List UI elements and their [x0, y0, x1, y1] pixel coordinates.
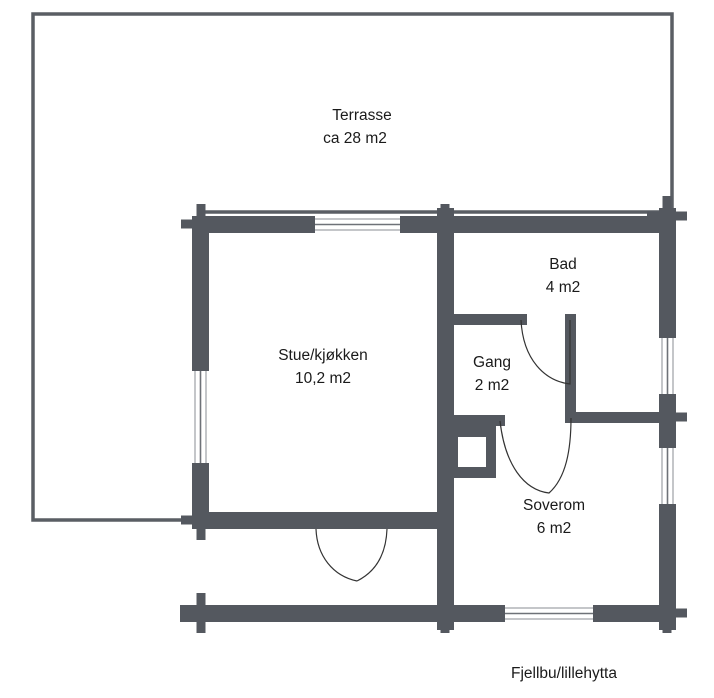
door-entry-stue-arc-right	[356, 528, 388, 582]
window-right-bad	[659, 338, 676, 394]
notch-top-mid-horizontal	[425, 219, 465, 229]
notch-bottom-right	[647, 593, 687, 633]
notch-bottom-mid	[425, 593, 465, 633]
window-bottom-soverom	[505, 605, 593, 622]
door-entry-stue-arc-left	[315, 528, 358, 582]
wall-bad-south	[437, 314, 527, 325]
room-area-soverom: 6 m2	[537, 520, 571, 537]
door-entry-stue-jamb-1	[310, 512, 321, 529]
room-area-gang: 2 m2	[475, 377, 509, 394]
door-soverom-jamb-2	[565, 412, 576, 423]
notch-top-mid	[425, 204, 465, 244]
notch-top-left	[181, 204, 221, 244]
notch-bottom-left-horizontal	[181, 608, 221, 618]
corner-notches-group	[181, 196, 687, 633]
notch-mid-left-horizontal	[181, 515, 221, 525]
window-left-stue	[192, 371, 209, 463]
door-bad-arc	[520, 319, 571, 385]
wall-gang-south	[437, 415, 505, 426]
chimney-inner-hole	[458, 437, 486, 467]
room-area-terrasse: ca 28 m2	[323, 130, 387, 147]
notch-bottom-right-horizontal	[647, 608, 687, 618]
door-soverom	[494, 412, 576, 494]
room-area-bad: 4 m2	[546, 279, 580, 296]
window-top-stue	[315, 216, 400, 233]
room-label-stue-kjokken: Stue/kjøkken	[278, 347, 368, 364]
room-label-gang: Gang	[473, 354, 511, 371]
room-label-bad: Bad	[549, 256, 577, 273]
door-soverom-arc	[499, 417, 572, 494]
notch-top-left-horizontal	[181, 219, 221, 229]
door-bad-jamb-2	[565, 314, 576, 325]
room-label-soverom: Soverom	[523, 497, 585, 514]
room-area-stue-kjokken: 10,2 m2	[295, 370, 351, 387]
notch-top-right-horizontal	[647, 211, 687, 221]
wall-soverom-north	[565, 412, 661, 423]
room-label-terrasse: Terrasse	[332, 107, 391, 124]
door-entry-stue-jamb-2	[381, 512, 392, 529]
notch-bottom-mid-horizontal	[425, 608, 465, 618]
notch-bottom-left	[181, 593, 221, 633]
notch-right-mid	[647, 397, 687, 437]
room-labels-group: Terrasse ca 28 m2 Stue/kjøkken 10,2 m2 Bad 4 …	[278, 107, 585, 537]
windows-group	[192, 216, 676, 622]
door-bad	[516, 314, 576, 385]
door-soverom-jamb-1	[494, 415, 505, 426]
plan-title: Fjellbu/lillehytta	[511, 665, 617, 682]
notch-top-right	[647, 196, 687, 236]
wall-stue-south	[192, 512, 454, 529]
doors-group	[310, 314, 576, 582]
door-entry-stue	[310, 512, 392, 582]
door-bad-jamb-1	[516, 314, 527, 325]
notch-mid-left	[181, 500, 221, 540]
notch-right-mid-horizontal	[647, 412, 687, 422]
window-right-soverom	[659, 448, 676, 504]
